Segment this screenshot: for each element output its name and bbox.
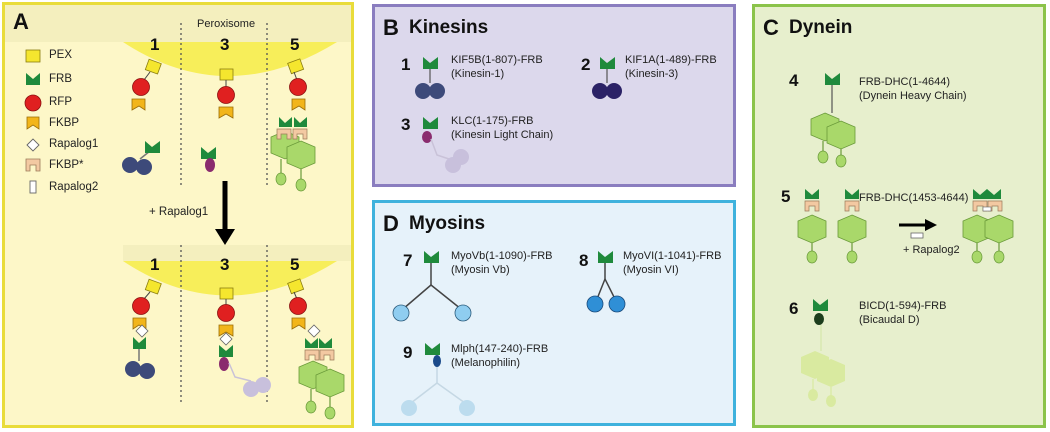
myosin-vi-line2: (Myosin VI) xyxy=(623,264,679,276)
bottom-lane-3 xyxy=(217,287,271,397)
kinesin-free-top xyxy=(122,141,160,175)
dynein-free-top xyxy=(270,117,316,192)
myosin-vi-motor xyxy=(586,251,626,313)
klc-line2: (Kinesin Light Chain) xyxy=(451,129,554,141)
panel-c-title: Dynein xyxy=(789,17,853,38)
panel-c-diagram xyxy=(797,73,1014,407)
legend-fkbp: FKBP xyxy=(49,117,80,129)
dynein-num-6: 6 xyxy=(789,299,799,318)
panel-b-label: B xyxy=(383,15,399,40)
dynein-num-5: 5 xyxy=(781,187,791,206)
myosin-vb-motor xyxy=(392,251,472,322)
legend-rapalog1: Rapalog1 xyxy=(49,138,99,150)
kinesin-3-line1: KIF1A(1-489)-FRB xyxy=(625,54,717,66)
bottom-lane-number-3: 3 xyxy=(220,255,230,274)
bottom-lane-1 xyxy=(125,278,162,379)
rapalog1-legend-icon xyxy=(26,138,40,152)
panel-d: D Myosins 7 MyoVb(1-1090)-FRB (Myosin Vb… xyxy=(372,200,736,426)
peroxisome-label: Peroxisome xyxy=(197,18,256,30)
panel-d-title: Myosins xyxy=(409,213,486,234)
bottom-lane-5 xyxy=(287,278,345,420)
dynein-num-4: 4 xyxy=(789,71,799,90)
kinesin-num-3: 3 xyxy=(401,115,411,134)
kinesin-num-2: 2 xyxy=(581,55,591,74)
rapalog2-label: + Rapalog2 xyxy=(903,244,960,256)
dynein-heavy-chain-motor xyxy=(810,73,856,168)
myosin-num-7: 7 xyxy=(403,251,413,270)
panel-d-diagram xyxy=(392,251,626,416)
kinesin-1-motor xyxy=(415,57,445,99)
frb-legend-icon xyxy=(26,73,40,85)
top-lane-number-1: 1 xyxy=(150,35,160,54)
kinesin-3-motor xyxy=(592,57,622,99)
panel-c: C Dynein 4 FRB-DHC(1-4644) (Dynein Heavy… xyxy=(752,4,1046,428)
top-lane-number-5: 5 xyxy=(290,35,300,54)
panel-a-diagram xyxy=(5,5,351,420)
panel-a: A Peroxisome 1 3 5 1 3 5 + Rapalog1 PEX … xyxy=(2,2,354,428)
bicd-line2: (Bicaudal D) xyxy=(859,314,920,326)
bottom-lane-number-1: 1 xyxy=(150,255,160,274)
rapalog1-arrow-label: + Rapalog1 xyxy=(149,206,209,218)
myosin-vb-line1: MyoVb(1-1090)-FRB xyxy=(451,250,553,262)
rapalog2-icon xyxy=(910,232,924,239)
rfp-legend-icon xyxy=(24,94,42,112)
top-lane-number-3: 3 xyxy=(220,35,230,54)
panel-b: B Kinesins 1 KIF5B(1-807)-FRB (Kinesin-1… xyxy=(372,4,736,187)
panel-b-diagram xyxy=(415,57,622,173)
kinesin-1-line1: KIF5B(1-807)-FRB xyxy=(451,54,543,66)
myosin-num-8: 8 xyxy=(579,251,589,270)
kinesin-3-line2: (Kinesin-3) xyxy=(625,68,679,80)
myosin-num-9: 9 xyxy=(403,343,413,362)
legend-frb: FRB xyxy=(49,73,72,85)
pex-legend-icon xyxy=(25,49,41,63)
klc-free-top xyxy=(201,147,216,172)
legend-pex: PEX xyxy=(49,49,73,61)
panel-c-label: C xyxy=(763,15,779,40)
peroxisome-bottom xyxy=(123,261,337,296)
klc-motor xyxy=(422,117,469,173)
top-lane-1 xyxy=(131,58,162,111)
melanophilin-motor xyxy=(401,343,475,416)
top-lane-3 xyxy=(217,68,235,119)
myosin-vi-line1: MyoVI(1-1041)-FRB xyxy=(623,250,722,262)
panel-d-label: D xyxy=(383,211,399,236)
dhc-dimer xyxy=(962,189,1014,264)
fkbp-legend-icon xyxy=(26,116,40,130)
panel-a-label: A xyxy=(13,9,29,34)
melanophilin-line2: (Melanophilin) xyxy=(451,357,521,369)
bicd-line1: BICD(1-594)-FRB xyxy=(859,300,947,312)
dhc-full-line1: FRB-DHC(1-4644) xyxy=(859,76,951,88)
legend-rfp: RFP xyxy=(49,96,72,108)
dhc-monomer-left xyxy=(797,189,827,264)
bottom-lane-number-5: 5 xyxy=(290,255,300,274)
dhc-full-line2: (Dynein Heavy Chain) xyxy=(859,90,967,102)
bicd-motor xyxy=(801,299,845,407)
melanophilin-line1: Mlph(147-240)-FRB xyxy=(451,343,549,355)
legend-fkbp-star: FKBP* xyxy=(49,159,84,171)
klc-line1: KLC(1-175)-FRB xyxy=(451,115,534,127)
legend-rapalog2: Rapalog2 xyxy=(49,181,99,193)
peroxisome-top xyxy=(123,42,337,76)
dhc-fragment-line1: FRB-DHC(1453-4644) xyxy=(859,192,969,204)
myosin-vb-line2: (Myosin Vb) xyxy=(451,264,510,276)
rapalog2-legend-icon xyxy=(29,180,37,194)
kinesin-num-1: 1 xyxy=(401,55,411,74)
top-lane-5 xyxy=(287,58,307,111)
panel-b-title: Kinesins xyxy=(409,17,489,38)
kinesin-1-line2: (Kinesin-1) xyxy=(451,68,505,80)
dhc-monomer-right xyxy=(837,189,867,264)
fkbp-star-legend-icon xyxy=(25,158,41,172)
